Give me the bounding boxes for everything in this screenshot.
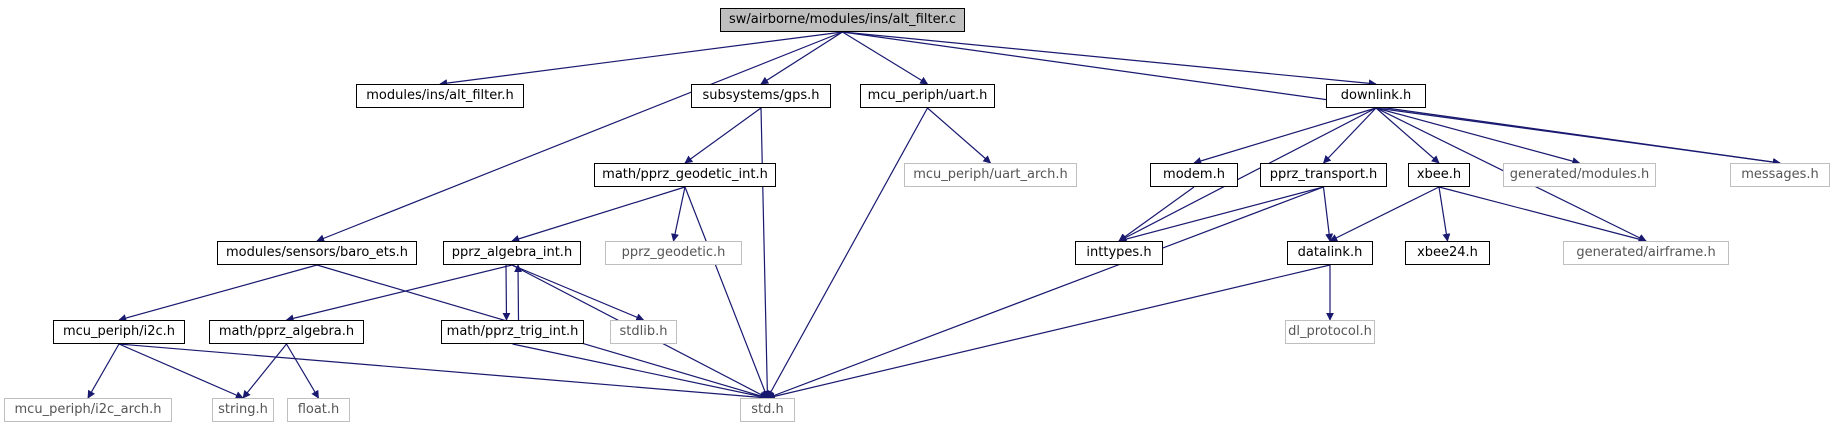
edge-baro_ets_h-to-i2c_h (118, 264, 318, 322)
edge-transport_h-to-inttypes_h (1118, 186, 1324, 244)
edge-modem_h-to-inttypes_h (1118, 186, 1195, 242)
edge-downlink_h-to-inttypes_h (1118, 107, 1377, 242)
edge-root-to-alt_filter_h (439, 31, 843, 88)
edge-xbee_h-to-datalink_h (1329, 186, 1440, 242)
node-inttypes-h[interactable]: inttypes.h (1075, 241, 1163, 265)
edge-transport_h-to-datalink_h (1322, 186, 1334, 242)
node-alt-filter-h[interactable]: modules/ins/alt_filter.h (356, 84, 524, 108)
edge-xbee_h-to-xbee24_h (1438, 186, 1451, 242)
edge-algebra_int_h-to-stdlib_h (511, 264, 645, 321)
edge-gps_h-to-geodetic_int_h (684, 107, 762, 164)
edge-i2c_h-to-std_h (118, 343, 769, 402)
edge-downlink_h-to-modem_h (1193, 107, 1377, 165)
edge-trig_int_h-to-std_h (512, 343, 769, 401)
edge-uart_h-to-std_h (766, 107, 929, 399)
node-modem-h[interactable]: modem.h (1150, 163, 1238, 187)
edge-algebra_int_h-to-algebra_h (285, 264, 513, 323)
edge-transport_h-to-std_h (766, 186, 1324, 400)
edge-root-to-downlink_h (842, 31, 1377, 88)
edge-root-to-uart_h (842, 31, 929, 85)
node-pprz-algebra-h[interactable]: math/pprz_algebra.h (209, 320, 364, 344)
edge-algebra_h-to-float_h (285, 343, 320, 399)
edge-downlink_h-to-gen_modules_h (1375, 107, 1581, 165)
node-uart-arch-h: mcu_periph/uart_arch.h (904, 163, 1077, 187)
edge-gps_h-to-std_h (760, 107, 772, 399)
node-pprz-algebra-int-h[interactable]: pprz_algebra_int.h (443, 241, 581, 265)
node-pprz-geodetic-int-h[interactable]: math/pprz_geodetic_int.h (594, 163, 776, 187)
node-float-h: float.h (287, 398, 350, 422)
edge-algebra_int_h-to-trig_int_h (502, 264, 511, 321)
node-datalink-h[interactable]: datalink.h (1287, 241, 1373, 265)
node-uart-h[interactable]: mcu_periph/uart.h (860, 84, 995, 108)
node-string-h: string.h (212, 398, 274, 422)
node-downlink-h[interactable]: downlink.h (1326, 84, 1426, 108)
edge-uart_h-to-uart_arch_h (927, 107, 992, 164)
node-messages-h: messages.h (1730, 163, 1830, 187)
edge-i2c_h-to-string_h (118, 343, 244, 399)
edge-downlink_h-to-xbee_h (1375, 107, 1440, 164)
edge-i2c_h-to-i2c_arch_h (87, 343, 120, 399)
edge-trig_int_h-to-algebra_int_h (514, 264, 523, 321)
node-generated-airframe-h: generated/airframe.h (1563, 241, 1729, 265)
edge-downlink_h-to-messages_h (1375, 107, 1781, 166)
edge-root-to-gps_h (760, 31, 843, 85)
edge-geodetic_int_h-to-std_h (684, 186, 769, 399)
edge-xbee_h-to-gen_airframe_h (1438, 186, 1647, 244)
node-dl-protocol-h: dl_protocol.h (1285, 320, 1375, 344)
node-xbee24-h[interactable]: xbee24.h (1405, 241, 1490, 265)
node-std-h: std.h (740, 398, 795, 422)
node-pprz-trig-int-h[interactable]: math/pprz_trig_int.h (441, 320, 584, 344)
node-pprz-transport-h[interactable]: pprz_transport.h (1260, 163, 1387, 187)
edge-algebra_h-to-string_h (242, 343, 287, 399)
node-stdlib-h: stdlib.h (610, 320, 677, 344)
edge-geodetic_int_h-to-algebra_int_h (511, 186, 686, 243)
node-i2c-h[interactable]: mcu_periph/i2c.h (53, 320, 185, 344)
node-gps-h[interactable]: subsystems/gps.h (691, 84, 831, 108)
edge-datalink_h-to-std_h (766, 264, 1331, 401)
node-i2c-arch-h: mcu_periph/i2c_arch.h (4, 398, 172, 422)
edge-downlink_h-to-transport_h (1322, 107, 1377, 164)
node-pprz-geodetic-h: pprz_geodetic.h (605, 241, 742, 265)
edge-root-to-baro_ets_h (316, 31, 843, 243)
node-xbee-h[interactable]: xbee.h (1408, 163, 1470, 187)
edge-geodetic_int_h-to-geodetic_h (671, 186, 686, 242)
node-root-alt-filter-c[interactable]: sw/airborne/modules/ins/alt_filter.c (720, 8, 965, 32)
node-baro-ets-h[interactable]: modules/sensors/baro_ets.h (217, 241, 417, 265)
node-generated-modules-h: generated/modules.h (1503, 163, 1656, 187)
